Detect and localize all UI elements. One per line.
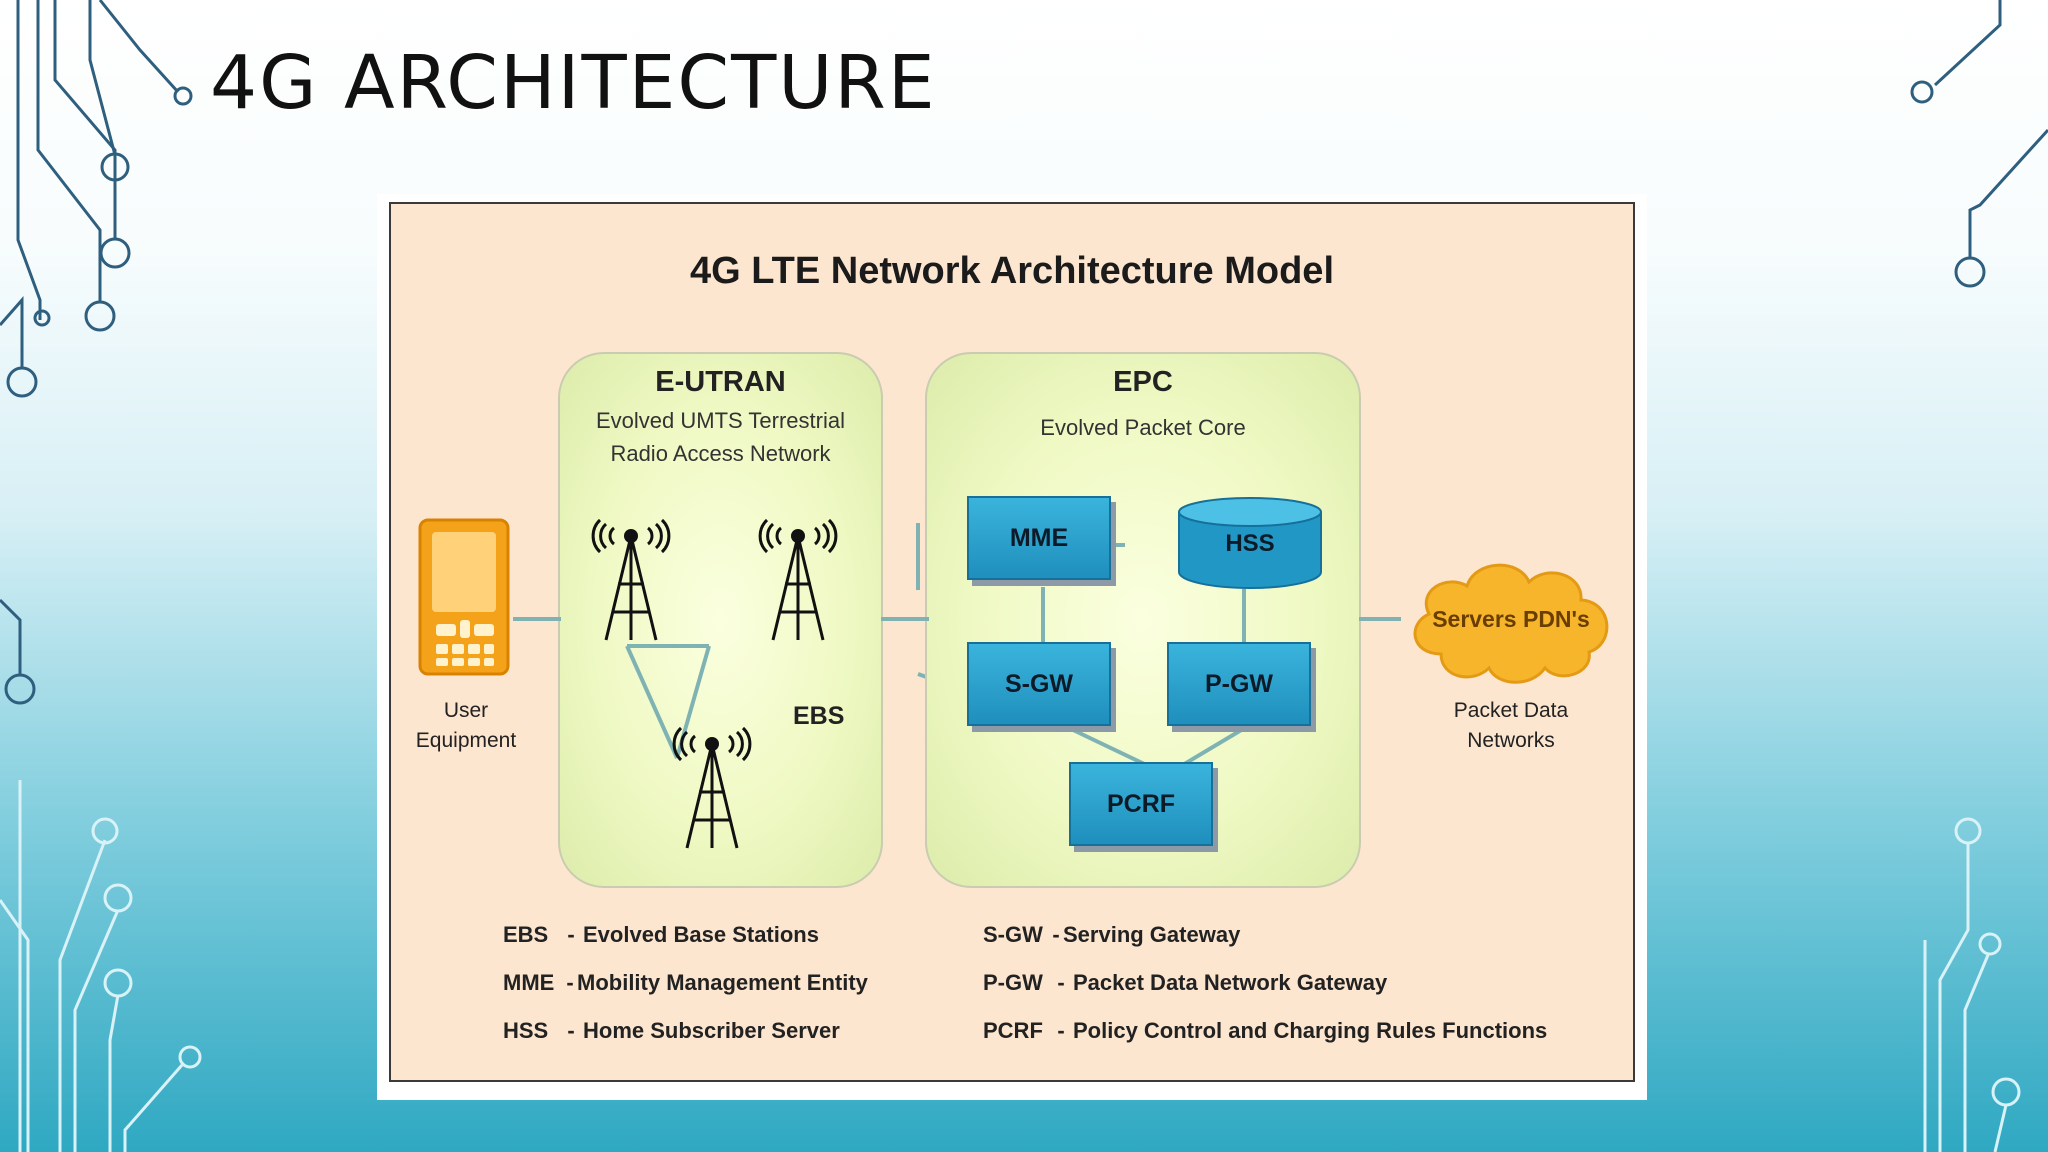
legend-row: S-GW - Serving Gateway [983, 922, 1547, 970]
radio-tower-icon [667, 712, 757, 856]
legend-sep: - [1052, 922, 1060, 947]
user-equipment-label: User Equipment [401, 696, 531, 756]
legend-abbr: PCRF [983, 1018, 1043, 1043]
legend-abbr: P-GW [983, 970, 1043, 995]
pgw-node: P-GW [1167, 642, 1311, 726]
eutran-subtitle-line1: Evolved UMTS Terrestrial [596, 408, 845, 433]
legend-meaning: Home Subscriber Server [583, 1018, 840, 1043]
legend-row: MME - Mobility Management Entity [503, 970, 868, 1018]
database-cylinder-icon [1178, 497, 1322, 589]
eutran-subtitle-line2: Radio Access Network [610, 441, 831, 466]
legend-abbr: HSS [503, 1018, 549, 1043]
legend-right: S-GW - Serving Gateway P-GW - Packet Dat… [983, 922, 1547, 1066]
radio-tower-icon [586, 504, 676, 648]
eutran-title: E-UTRAN [655, 366, 786, 398]
sgw-node: S-GW [967, 642, 1111, 726]
slide-title: 4G ARCHITECTURE [210, 40, 937, 126]
legend-abbr: EBS [503, 922, 549, 947]
legend-meaning: Serving Gateway [1063, 922, 1241, 947]
mme-node: MME [967, 496, 1111, 580]
packet-data-networks-line1: Packet Data [1453, 699, 1569, 722]
diagram-panel: 4G LTE Network Architecture Model E-UTRA… [389, 202, 1635, 1082]
legend-meaning: Evolved Base Stations [583, 922, 819, 947]
legend-row: PCRF - Policy Control and Charging Rules… [983, 1018, 1547, 1066]
legend-abbr: S-GW [983, 922, 1043, 947]
epc-subtitle: Evolved Packet Core [1040, 415, 1246, 440]
legend-row: HSS - Home Subscriber Server [503, 1018, 868, 1066]
legend-meaning: Packet Data Network Gateway [1073, 970, 1388, 995]
cloud-icon: Servers PDN's [1401, 544, 1621, 694]
packet-data-networks-line2: Networks [1467, 729, 1555, 752]
mobile-phone-icon [416, 516, 512, 682]
legend-sep: - [567, 922, 575, 947]
servers-pdn-label: Servers PDN's [1432, 606, 1590, 632]
pcrf-node: PCRF [1069, 762, 1213, 846]
legend-sep: - [566, 970, 574, 995]
legend-left: EBS - Evolved Base Stations MME - Mobili… [503, 922, 868, 1066]
legend-row: EBS - Evolved Base Stations [503, 922, 868, 970]
ebs-label: EBS [793, 702, 845, 730]
legend-sep: - [1057, 1018, 1065, 1043]
legend-row: P-GW - Packet Data Network Gateway [983, 970, 1547, 1018]
diagram-title: 4G LTE Network Architecture Model [690, 250, 1334, 292]
radio-tower-icon [753, 504, 843, 648]
user-equipment-line2: Equipment [415, 729, 517, 752]
user-equipment-line1: User [443, 699, 489, 722]
legend-sep: - [1057, 970, 1065, 995]
hss-label: HSS [1225, 530, 1275, 557]
legend-sep: - [567, 1018, 575, 1043]
hss-database: HSS [1175, 494, 1325, 592]
lte-architecture-figure: 4G LTE Network Architecture Model E-UTRA… [377, 194, 1647, 1100]
packet-data-networks-label: Packet Data Networks [1436, 696, 1586, 756]
legend-meaning: Mobility Management Entity [577, 970, 868, 995]
epc-title: EPC [1113, 366, 1173, 398]
legend-abbr: MME [503, 970, 555, 995]
legend-meaning: Policy Control and Charging Rules Functi… [1073, 1018, 1548, 1043]
